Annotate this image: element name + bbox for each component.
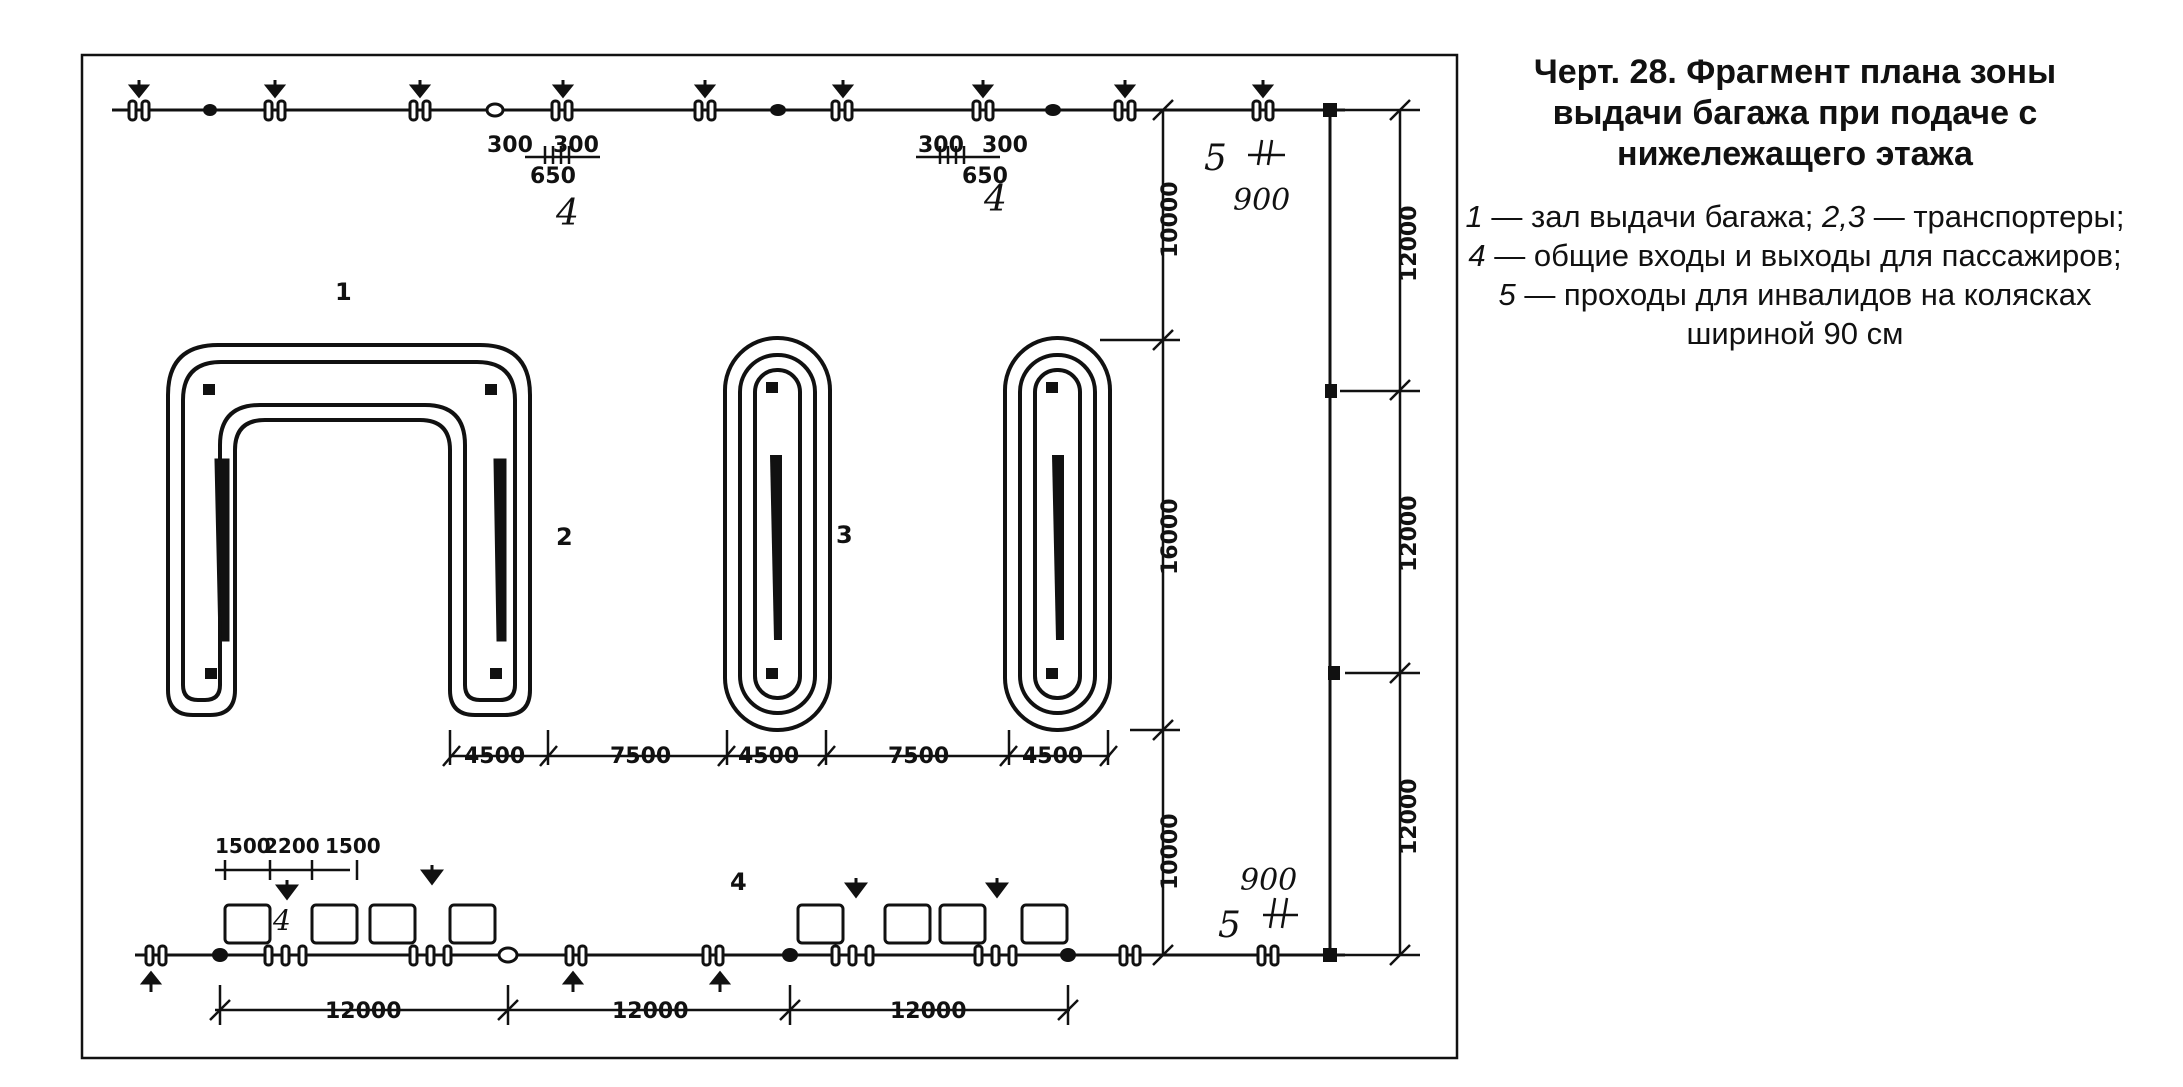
figure-title: Черт. 28. Фрагмент плана зоны выдачи баг…: [1533, 53, 2057, 173]
vertical-dim-outer: [1340, 99, 1420, 966]
dim-12000-v2: 12000: [1397, 495, 1422, 572]
wall-columns: [203, 102, 1340, 964]
label-entrance-bottom-center: 4: [730, 868, 747, 896]
dim-1500-left: 1500: [215, 834, 271, 858]
label-conveyor-2: 2: [556, 523, 573, 551]
bottom-doors: [144, 944, 1280, 967]
dim-900-bottom: 900: [1240, 863, 1297, 898]
legend-text-2: — транспортеры;: [1865, 199, 2125, 234]
label-wheelchair-bottom: 5: [1218, 905, 1241, 946]
dim-4500-1: 4500: [464, 744, 525, 769]
dim-300-left-1: 300: [487, 133, 533, 158]
vestibule-dims: [215, 860, 1298, 929]
dim-7500-2: 7500: [888, 744, 949, 769]
legend-key-2: 2,3: [1822, 199, 1866, 234]
label-hall: 1: [335, 278, 352, 306]
dim-12000-v3: 12000: [1397, 778, 1422, 855]
legend-text-1: — зал выдачи багажа;: [1482, 199, 1822, 234]
vertical-dim-inner-labels: 10000 16000 10000: [1158, 181, 1183, 890]
dim-16000: 16000: [1158, 498, 1183, 575]
conveyor-3-middle: [723, 336, 832, 732]
entry-arrows-top: [127, 80, 1275, 99]
drawing-frame: [80, 53, 1459, 1060]
label-entrance-bottom-left: 4: [272, 904, 291, 937]
label-entrance-top-left: 4: [555, 193, 579, 234]
label-conveyor-3: 3: [836, 521, 853, 549]
conveyor-2-columns: [203, 384, 502, 679]
dim-4500-3: 4500: [1022, 744, 1083, 769]
conveyor-2-u-shaped: [166, 343, 532, 717]
dim-2200: 2200: [264, 834, 320, 858]
conveyor-2-belts: [214, 458, 507, 642]
dim-7500-1: 7500: [610, 744, 671, 769]
figure-legend: 1 — зал выдачи багажа; 2,3 — транспортер…: [1465, 197, 2125, 353]
legend-text-3: — общие входы и выходы для пассажиров;: [1485, 238, 2122, 273]
label-entrance-top-right: 4: [983, 179, 1007, 220]
conveyor-3-right: [1003, 336, 1112, 732]
vertical-dim-inner: [1100, 99, 1180, 966]
dim-12000-v1: 12000: [1397, 205, 1422, 282]
legend-key-1: 1: [1465, 199, 1483, 234]
dim-300-right-1: 300: [553, 133, 599, 158]
bottom-dim-line: [209, 985, 1079, 1025]
dim-650-1: 650: [530, 164, 576, 189]
bottom-vestibules: [223, 903, 1069, 945]
dim-900-top: 900: [1233, 183, 1290, 218]
dim-650-2: 650: [962, 164, 1008, 189]
top-door-dims: [525, 139, 1285, 166]
top-doors: [127, 99, 1275, 122]
dim-12000-b2: 12000: [612, 999, 689, 1024]
dim-12000-b3: 12000: [890, 999, 967, 1024]
conveyor-3r-belt: [1046, 382, 1064, 679]
conveyor-dim-line: [442, 730, 1118, 767]
dim-10000-bottom: 10000: [1158, 813, 1183, 890]
dim-12000-b1: 12000: [325, 999, 402, 1024]
label-wheelchair-top: 5: [1204, 138, 1227, 179]
dim-10000-top: 10000: [1158, 181, 1183, 258]
entry-arrows-bottom: [139, 865, 1009, 992]
legend-text-4: — проходы для инвалидов на колясках шири…: [1515, 277, 2092, 351]
figure-caption: Черт. 28. Фрагмент плана зоны выдачи баг…: [1465, 52, 2125, 353]
dim-4500-2: 4500: [738, 744, 799, 769]
dim-300-right-2: 300: [982, 133, 1028, 158]
legend-key-4: 5: [1498, 277, 1516, 312]
dim-300-left-2: 300: [918, 133, 964, 158]
dim-1500-right: 1500: [325, 834, 381, 858]
legend-key-3: 4: [1468, 238, 1486, 273]
conveyor-3-belt: [766, 382, 782, 679]
vertical-dim-outer-labels: 12000 12000 12000: [1397, 205, 1422, 855]
